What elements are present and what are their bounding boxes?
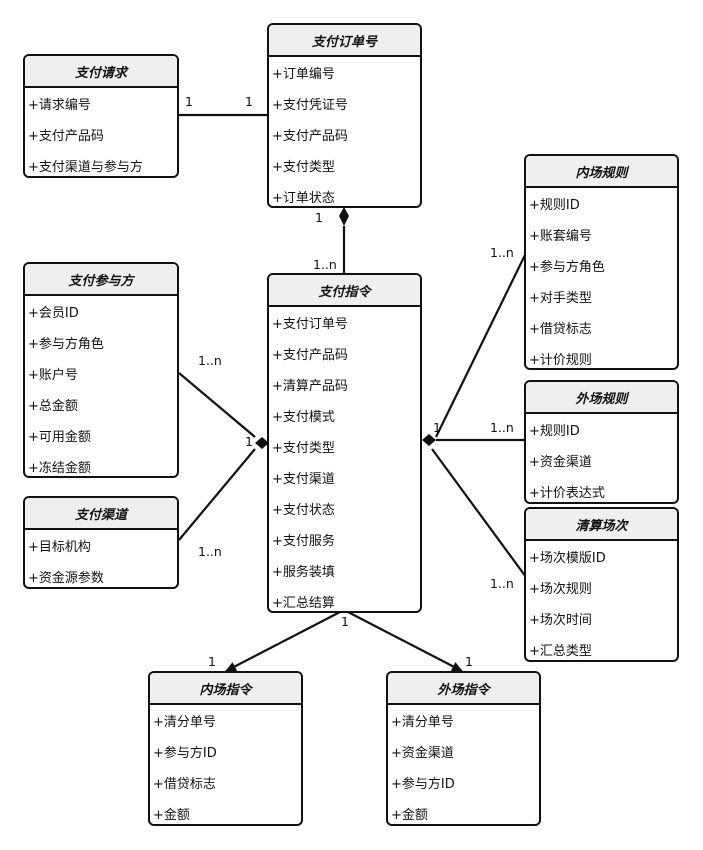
attribute: +订单编号 <box>272 67 335 82</box>
class-title: 支付订单号 <box>269 25 420 57</box>
attribute: +资金源参数 <box>28 571 104 586</box>
composition-diamond-right <box>422 434 436 446</box>
edge-session-instruction <box>431 448 527 578</box>
attribute: +清分单号 <box>153 715 216 730</box>
class-title: 内场指令 <box>150 673 301 705</box>
edge-channel-instruction <box>178 448 256 541</box>
edge-participant-instruction <box>178 372 256 438</box>
multiplicity-label: 1..n <box>490 245 514 260</box>
attribute: +参与方角色 <box>28 337 104 352</box>
attribute: +汇总结算 <box>272 596 335 611</box>
attribute: +场次规则 <box>529 582 592 597</box>
class-clearing-session[interactable]: 清算场次 +场次模版ID +场次规则 +场次时间 +汇总类型 <box>524 507 679 662</box>
attribute: +规则ID <box>529 424 580 439</box>
attribute: +资金渠道 <box>391 746 454 761</box>
attribute: +支付服务 <box>272 534 335 549</box>
attribute: +清算产品码 <box>272 379 348 394</box>
attribute: +参与方ID <box>391 777 455 792</box>
edge-inner-rule-instruction <box>435 252 527 438</box>
attribute: +支付类型 <box>272 160 335 175</box>
class-title: 支付请求 <box>25 56 177 88</box>
class-pay-instruction[interactable]: 支付指令 +支付订单号 +支付产品码 +清算产品码 +支付模式 +支付类型 +支… <box>267 273 422 613</box>
attribute: +冻结金额 <box>28 461 91 476</box>
attribute: +支付产品码 <box>272 129 348 144</box>
attribute: +支付类型 <box>272 441 335 456</box>
attribute: +参与方ID <box>153 746 217 761</box>
class-outer-rule[interactable]: 外场规则 +规则ID +资金渠道 +计价表达式 <box>524 380 679 504</box>
attribute: +计价表达式 <box>529 486 605 501</box>
attribute: +目标机构 <box>28 540 91 555</box>
attribute: +金额 <box>391 808 428 823</box>
attribute: +支付订单号 <box>272 317 348 332</box>
multiplicity-label: 1 <box>315 210 323 225</box>
composition-diamond-left <box>255 437 269 449</box>
attribute: +服务装填 <box>272 565 335 580</box>
class-inner-instruction[interactable]: 内场指令 +清分单号 +参与方ID +借贷标志 +金额 <box>148 671 303 826</box>
attribute: +金额 <box>153 808 190 823</box>
multiplicity-label: 1..n <box>490 420 514 435</box>
attribute: +清分单号 <box>391 715 454 730</box>
attribute: +场次模版ID <box>529 551 606 566</box>
attribute: +订单状态 <box>272 191 335 206</box>
edge-instruction-outer <box>347 611 463 672</box>
attribute: +请求编号 <box>28 98 91 113</box>
class-title: 支付渠道 <box>25 498 177 530</box>
attribute: +资金渠道 <box>529 455 592 470</box>
class-title: 内场规则 <box>526 156 677 188</box>
multiplicity-label: 1..n <box>490 576 514 591</box>
attribute: +借贷标志 <box>529 322 592 337</box>
class-title: 清算场次 <box>526 509 677 541</box>
multiplicity-label: 1..n <box>313 257 337 272</box>
edge-instruction-inner <box>225 611 341 672</box>
attribute: +支付产品码 <box>28 129 104 144</box>
class-title: 支付指令 <box>269 275 420 307</box>
class-pay-participant[interactable]: 支付参与方 +会员ID +参与方角色 +账户号 +总金额 +可用金额 +冻结金额 <box>23 262 179 478</box>
attribute: +对手类型 <box>529 291 592 306</box>
multiplicity-label: 1 <box>185 94 193 109</box>
attribute: +账户号 <box>28 368 78 383</box>
multiplicity-label: 1 <box>465 654 473 669</box>
class-title: 支付参与方 <box>25 264 177 296</box>
multiplicity-label: 1..n <box>198 353 222 368</box>
multiplicity-label: 1..n <box>198 544 222 559</box>
attribute: +支付产品码 <box>272 348 348 363</box>
attribute: +支付渠道 <box>272 472 335 487</box>
attribute: +规则ID <box>529 198 580 213</box>
attribute: +支付状态 <box>272 503 335 518</box>
composition-diamond-order <box>339 207 349 226</box>
class-pay-channel[interactable]: 支付渠道 +目标机构 +资金源参数 <box>23 496 179 589</box>
attribute: +借贷标志 <box>153 777 216 792</box>
attribute: +支付凭证号 <box>272 98 348 113</box>
class-pay-order[interactable]: 支付订单号 +订单编号 +支付凭证号 +支付产品码 +支付类型 +订单状态 <box>267 23 422 208</box>
attribute: +支付模式 <box>272 410 335 425</box>
class-title: 外场规则 <box>526 382 677 414</box>
class-title: 外场指令 <box>388 673 539 705</box>
attribute: +账套编号 <box>529 229 592 244</box>
class-outer-instruction[interactable]: 外场指令 +清分单号 +资金渠道 +参与方ID +金额 <box>386 671 541 826</box>
multiplicity-label: 1 <box>341 614 349 629</box>
multiplicity-label: 1 <box>245 94 253 109</box>
multiplicity-label: 1 <box>245 434 253 449</box>
attribute: +总金额 <box>28 399 78 414</box>
attribute: +场次时间 <box>529 613 592 628</box>
attribute: +参与方角色 <box>529 260 605 275</box>
attribute: +可用金额 <box>28 430 91 445</box>
multiplicity-label: 1 <box>208 654 216 669</box>
attribute: +汇总类型 <box>529 644 592 659</box>
class-inner-rule[interactable]: 内场规则 +规则ID +账套编号 +参与方角色 +对手类型 +借贷标志 +计价规… <box>524 154 679 370</box>
attribute: +计价规则 <box>529 353 592 368</box>
class-pay-request[interactable]: 支付请求 +请求编号 +支付产品码 +支付渠道与参与方 <box>23 54 179 178</box>
attribute: +支付渠道与参与方 <box>28 160 143 175</box>
multiplicity-label: 1 <box>433 420 441 435</box>
attribute: +会员ID <box>28 306 79 321</box>
